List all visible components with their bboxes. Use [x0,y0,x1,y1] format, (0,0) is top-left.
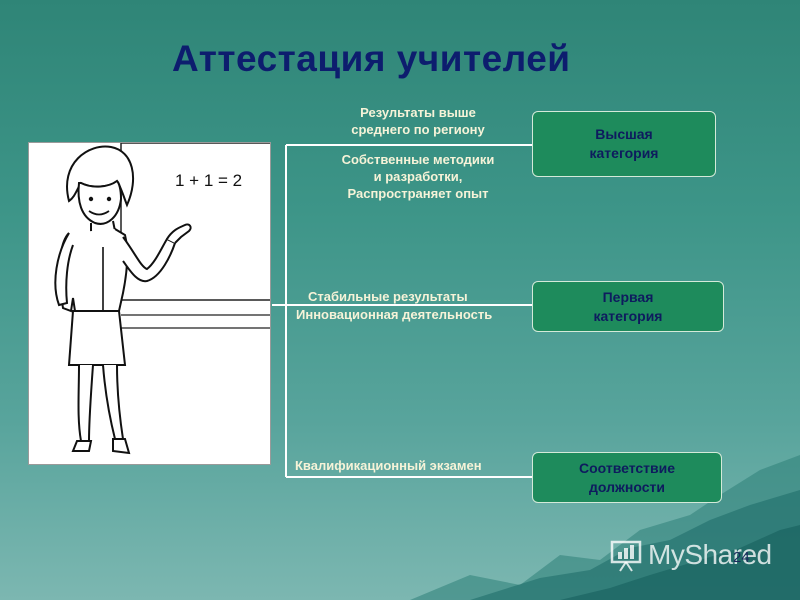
category-label: категория [589,145,659,161]
criteria-text: Собственные методики [341,152,495,167]
criteria-exam: Квалификационный экзамен [295,457,482,474]
category-compliance-box: Соответствие должности [532,452,722,503]
watermark-text: MyShared [648,539,772,570]
teacher-illustration: 1 + 1 = 2 [28,142,271,465]
category-first-box: Первая категория [532,281,724,332]
category-label: должности [589,478,665,495]
criteria-text: Инновационная деятельность [296,307,493,322]
criteria-text: среднего по региону [351,122,485,137]
criteria-stable-results: Стабильные результаты [308,288,468,305]
category-highest-box: Высшая категория [532,111,716,177]
teacher-drawing [54,143,270,455]
category-label: Первая [602,288,654,305]
presentation-icon [610,540,642,572]
category-label: Соответствие [578,459,676,476]
category-label: категория [593,307,663,324]
criteria-text: Квалификационный экзамен [295,458,482,473]
equation-text: 1 + 1 = 2 [175,171,243,190]
criteria-own-methods: Собственные методики и разработки, Распр… [318,151,518,202]
watermark: MyShared [610,536,772,574]
criteria-innovation: Инновационная деятельность [296,306,492,323]
category-label: Высшая [595,126,653,142]
criteria-text: Результаты выше [360,105,476,120]
page-title: Аттестация учителей [172,38,571,79]
criteria-above-average: Результаты выше среднего по региону [318,104,518,138]
slide-number: 24 [733,549,750,566]
criteria-text: и разработки, [373,169,463,184]
criteria-text: Стабильные результаты [308,289,468,304]
criteria-text: Распространяет опыт [347,186,489,201]
